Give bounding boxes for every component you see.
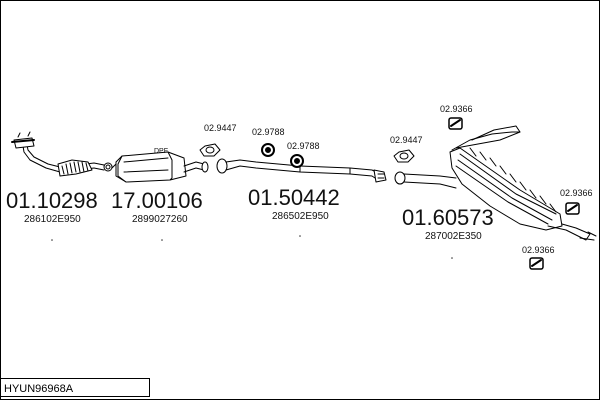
part-number-dpf: 17.00106 <box>111 188 203 213</box>
part-number-rear-muffler: 01.60573 <box>402 205 494 230</box>
rear-muffler-drawing <box>394 125 597 241</box>
hanger-a-shape <box>261 143 275 157</box>
front-pipe-drawing <box>11 131 113 177</box>
fitting-label-hanger-a: 02.9788 <box>252 127 285 137</box>
mount-bottom-shape <box>529 257 544 270</box>
fitting-label-gasket-left: 02.9447 <box>204 123 237 133</box>
fitting-label-hanger-b: 02.9788 <box>287 141 320 151</box>
dpf-drawing <box>111 151 209 183</box>
oem-dpf: 2899027260 <box>132 214 188 225</box>
part-number-front-pipe: 01.10298 <box>6 188 98 213</box>
dpf-label: DPF <box>154 148 168 155</box>
fitting-label-mount-top: 02.9366 <box>440 104 473 114</box>
hanger-b-shape <box>290 154 304 168</box>
footer-code-box: HYUN96968A <box>0 378 150 397</box>
oem-middle-pipe: 286502E950 <box>272 211 329 222</box>
mount-right-shape <box>565 202 580 215</box>
gasket-right-shape <box>393 149 415 163</box>
gasket-left-shape <box>199 143 221 157</box>
dot-marks <box>51 235 453 259</box>
oem-rear-muffler: 287002E350 <box>425 231 482 242</box>
part-number-middle-pipe: 01.50442 <box>248 185 340 210</box>
oem-front-pipe: 286102E950 <box>24 214 81 225</box>
footer-code: HYUN96968A <box>4 383 74 395</box>
mount-top-shape <box>448 117 463 130</box>
fittings-drawing <box>199 117 580 270</box>
fitting-label-mount-right: 02.9366 <box>560 188 593 198</box>
fitting-label-gasket-right: 02.9447 <box>390 135 423 145</box>
fitting-label-mount-bottom: 02.9366 <box>522 245 555 255</box>
